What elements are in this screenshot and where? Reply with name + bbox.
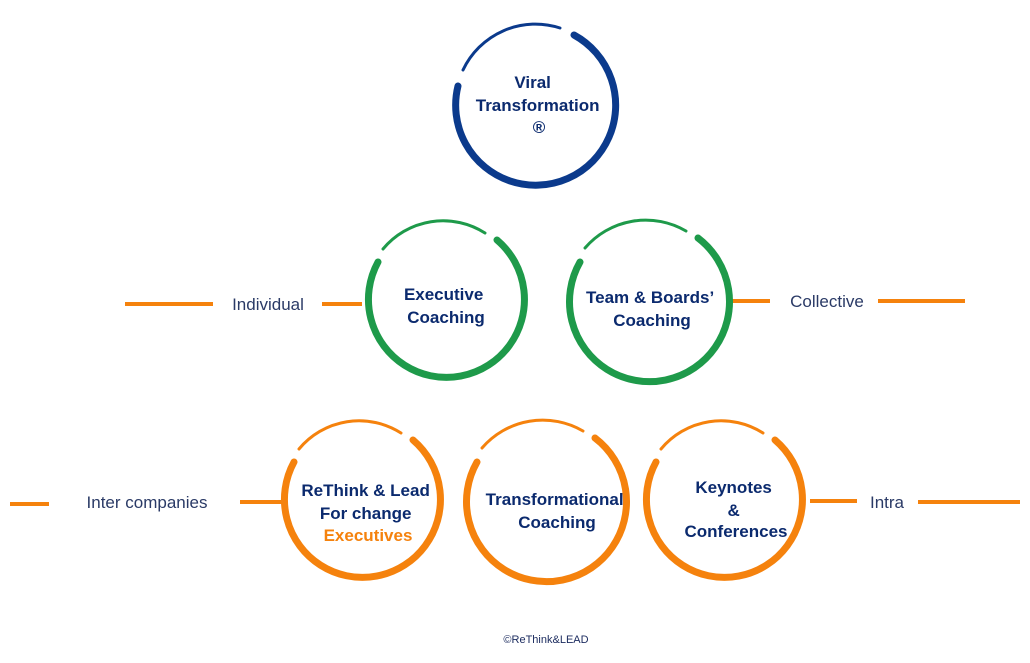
individual-label: Individual — [232, 295, 304, 314]
rethink-lead-circle — [280, 419, 444, 581]
team-boards-coaching-circle — [566, 218, 733, 386]
inter-companies-label: Inter companies — [87, 493, 208, 512]
transformational-coaching-label: Transformational Coaching — [486, 490, 629, 532]
viral-line2: Transformation — [476, 96, 600, 115]
keynotes-conferences-circle — [642, 419, 806, 581]
transformational-coaching-circle — [463, 418, 630, 586]
transformational-line2: Coaching — [518, 513, 595, 532]
rethink-line3-executives: Executives — [324, 526, 413, 545]
intra-label: Intra — [870, 493, 905, 512]
keynotes-line2: & — [727, 501, 739, 520]
keynotes-line1: Keynotes — [695, 478, 772, 497]
rethink-line2: For change — [320, 504, 412, 523]
keynotes-conferences-label: Keynotes & Conferences — [685, 478, 788, 541]
connector-lines — [10, 299, 1020, 506]
collective-label: Collective — [790, 292, 864, 311]
rethink-line1: ReThink & Lead — [301, 481, 429, 500]
team-boards-coaching-label: Team & Boards’ Coaching — [586, 288, 718, 330]
executive-coaching-label: Executive Coaching — [404, 285, 488, 327]
viral-line3: ® — [533, 118, 546, 137]
viral-line1: Viral — [514, 73, 551, 92]
copyright-footer: ©ReThink&LEAD — [503, 634, 588, 646]
keynotes-line3: Conferences — [685, 522, 788, 541]
executive-line1: Executive — [404, 285, 483, 304]
executive-coaching-circle — [364, 219, 528, 381]
team-line1: Team & Boards’ — [586, 288, 713, 307]
team-line2: Coaching — [613, 311, 690, 330]
executive-line2: Coaching — [407, 308, 484, 327]
transformational-line1: Transformational — [486, 490, 624, 509]
viral-transformation-label: Viral Transformation ® — [476, 73, 604, 137]
rethink-lead-label: ReThink & Lead For change Executives — [301, 481, 434, 545]
viral-transformation-circle — [452, 22, 620, 189]
